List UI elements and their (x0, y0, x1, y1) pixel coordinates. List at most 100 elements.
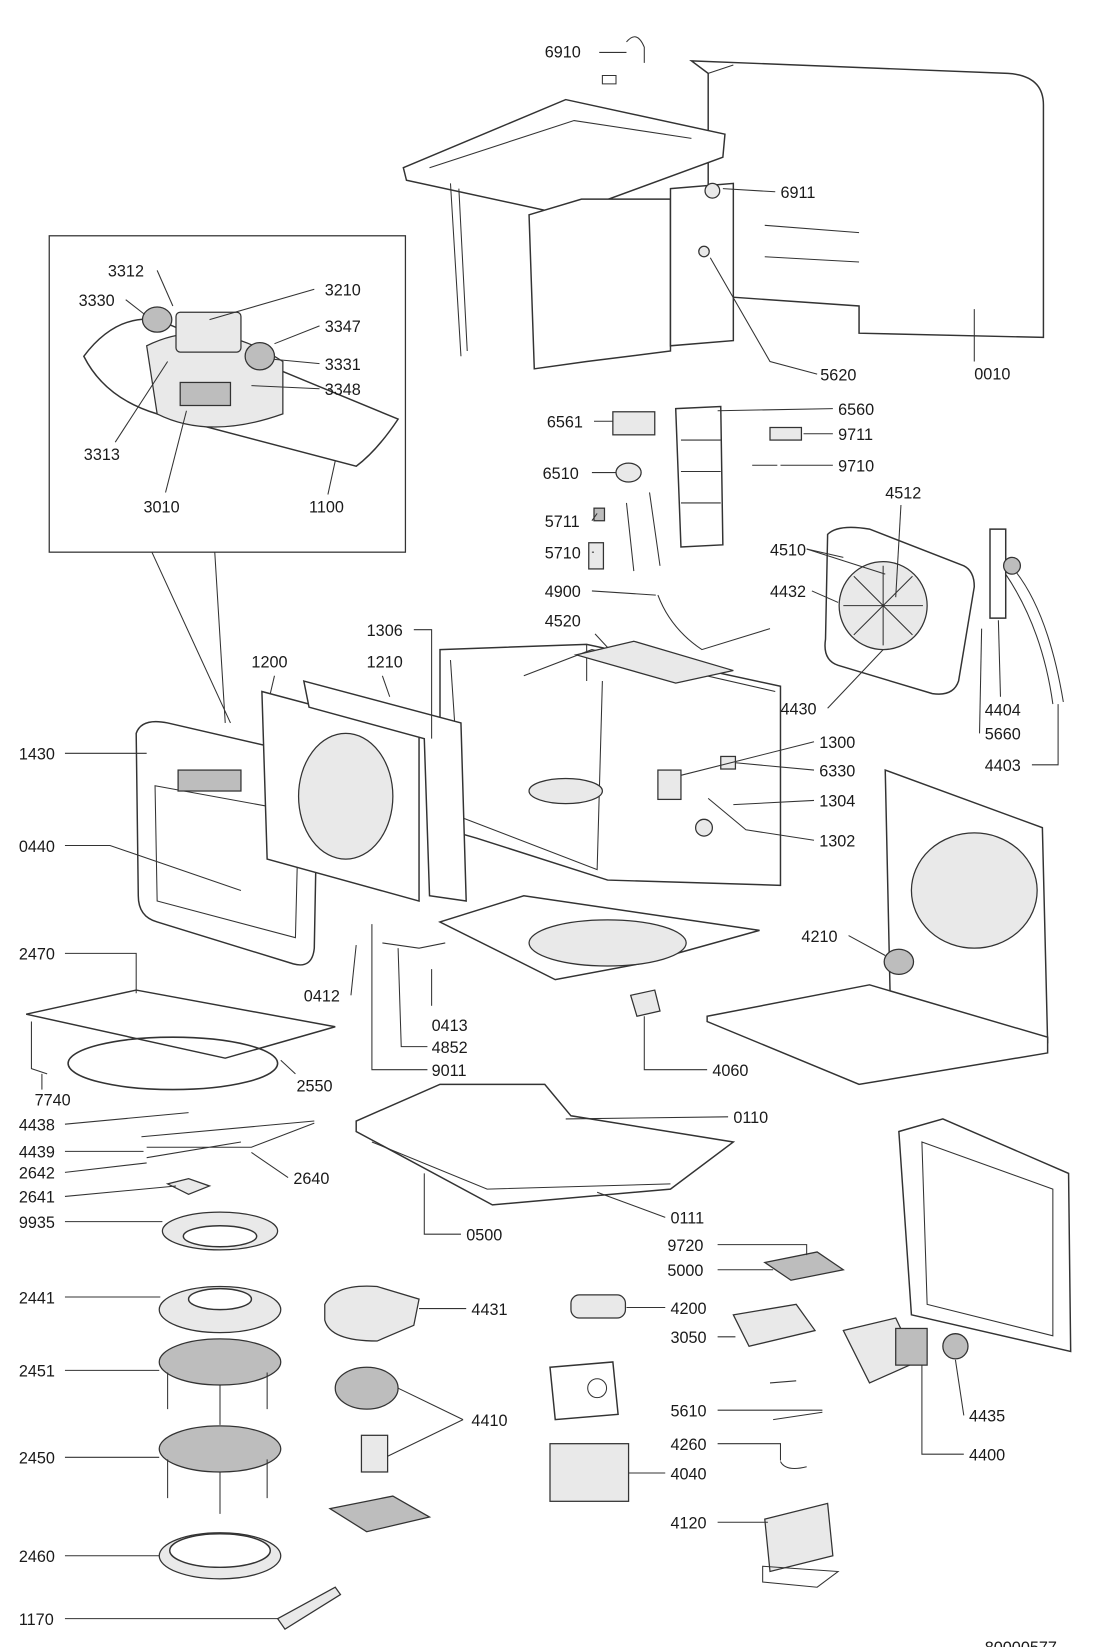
part-number-label: 4404 (985, 702, 1021, 720)
plug-9711 (769, 426, 803, 441)
part-number-label: 1100 (309, 498, 344, 516)
part-number-label: 4438 (19, 1116, 55, 1134)
leader-line (979, 628, 983, 734)
knob-3331 (244, 342, 276, 371)
leader-line (387, 1419, 464, 1457)
leader-line (371, 924, 428, 1071)
motor-4410 (360, 1434, 389, 1473)
part-number-label: 9720 (667, 1237, 703, 1255)
part-number-label: 3347 (325, 318, 361, 336)
part-number-label: 5710 (545, 544, 581, 562)
leader-line (565, 1116, 729, 1120)
part-number-label: 1430 (19, 746, 55, 764)
leader-line (125, 299, 145, 315)
motor-4400 (895, 1327, 928, 1366)
part-number-label: 2642 (19, 1165, 55, 1183)
top-cover (402, 98, 726, 216)
leader-line (811, 590, 839, 603)
part-number-label: 4852 (432, 1039, 468, 1057)
leader-line (722, 188, 776, 193)
part-number-label: 9935 (19, 1214, 55, 1232)
leader-line (413, 629, 433, 739)
bracket-4404 (989, 528, 1007, 619)
leader-line (64, 1162, 147, 1173)
bottom-plate (706, 984, 1049, 1086)
door-seal-1210 (302, 680, 467, 902)
part-number-label: 1304 (819, 793, 855, 811)
support-panel (528, 198, 672, 370)
back-panel-opening (910, 832, 1038, 949)
wire-4260 (780, 1461, 807, 1469)
document-number: 80000577 (985, 1639, 1057, 1647)
wiring-2640 (141, 1120, 315, 1159)
display-window (179, 381, 232, 407)
part-number-label: 2450 (19, 1450, 55, 1468)
part-number-label: 6560 (838, 401, 874, 419)
transformer-4120 (764, 1502, 834, 1573)
part-6330 (720, 755, 737, 770)
grille (328, 1495, 432, 1533)
turntable-seat (528, 919, 687, 967)
part-number-label: 4410 (471, 1412, 507, 1430)
part-number-label: 2640 (293, 1170, 329, 1188)
part-number-label: 6330 (819, 762, 855, 780)
fuse-5711 (593, 507, 606, 522)
part-number-label: 1170 (19, 1611, 54, 1629)
leader-line (806, 548, 844, 558)
leader-line (397, 1387, 464, 1421)
part-number-label: 1302 (819, 833, 855, 851)
pulley (1002, 556, 1022, 575)
tray-2470 (26, 989, 336, 1059)
part-number-label: 4439 (19, 1144, 55, 1162)
part-number-label: 3312 (108, 263, 144, 281)
bracket-9011 (382, 942, 446, 949)
part-number-label: 1300 (819, 734, 855, 752)
leader-line (848, 935, 886, 956)
part-number-label: 4120 (670, 1515, 706, 1533)
leader-line (707, 797, 815, 841)
part-number-label: 0440 (19, 838, 55, 856)
part-number-label: 0110 (733, 1109, 768, 1127)
leader-line (921, 1365, 964, 1455)
grill-rack-2451 (158, 1338, 282, 1386)
leader-line (423, 1173, 461, 1235)
leader-line (895, 504, 902, 598)
part-number-label: 6561 (547, 414, 583, 432)
part-number-label: 6510 (543, 465, 579, 483)
microswitch-1300 (657, 769, 682, 801)
part-number-label: 5711 (545, 513, 580, 531)
part-number-label: 4431 (471, 1301, 507, 1319)
leader-line (954, 1359, 965, 1416)
mica-plate-6561 (612, 411, 656, 436)
part-number-label: 9710 (838, 458, 874, 476)
part-number-label: 4432 (770, 583, 806, 601)
leader-line (680, 741, 815, 776)
door-window-1200 (297, 732, 394, 860)
sensor-5610 (769, 1380, 823, 1421)
fan-housing-4431 (324, 1285, 420, 1342)
cavity-top-block (573, 640, 734, 684)
part-number-label: 0111 (670, 1210, 704, 1228)
pan-2460-inner (168, 1533, 272, 1569)
dish-9935-inner (182, 1225, 258, 1248)
leader-line (350, 944, 357, 996)
plate-2441-top (187, 1287, 253, 1311)
part-number-label: 5660 (985, 726, 1021, 744)
part-number-label: 4040 (670, 1465, 706, 1483)
part-number-label: 2451 (19, 1363, 55, 1381)
leader-line (251, 1152, 289, 1179)
leader-line (114, 361, 169, 443)
leader-line (709, 257, 818, 375)
part-number-label: 1306 (367, 622, 403, 640)
side-bracket (669, 182, 735, 347)
part-number-label: 7740 (35, 1091, 71, 1109)
capacitor-4200 (570, 1294, 627, 1319)
leader-line (269, 675, 275, 694)
part-number-label: 4060 (712, 1062, 748, 1080)
parts-drawing (26, 36, 1072, 1630)
part-1302 (694, 818, 714, 837)
part-number-label: 5610 (670, 1402, 706, 1420)
part-2641 (165, 1177, 212, 1196)
board-5000 (763, 1251, 845, 1281)
